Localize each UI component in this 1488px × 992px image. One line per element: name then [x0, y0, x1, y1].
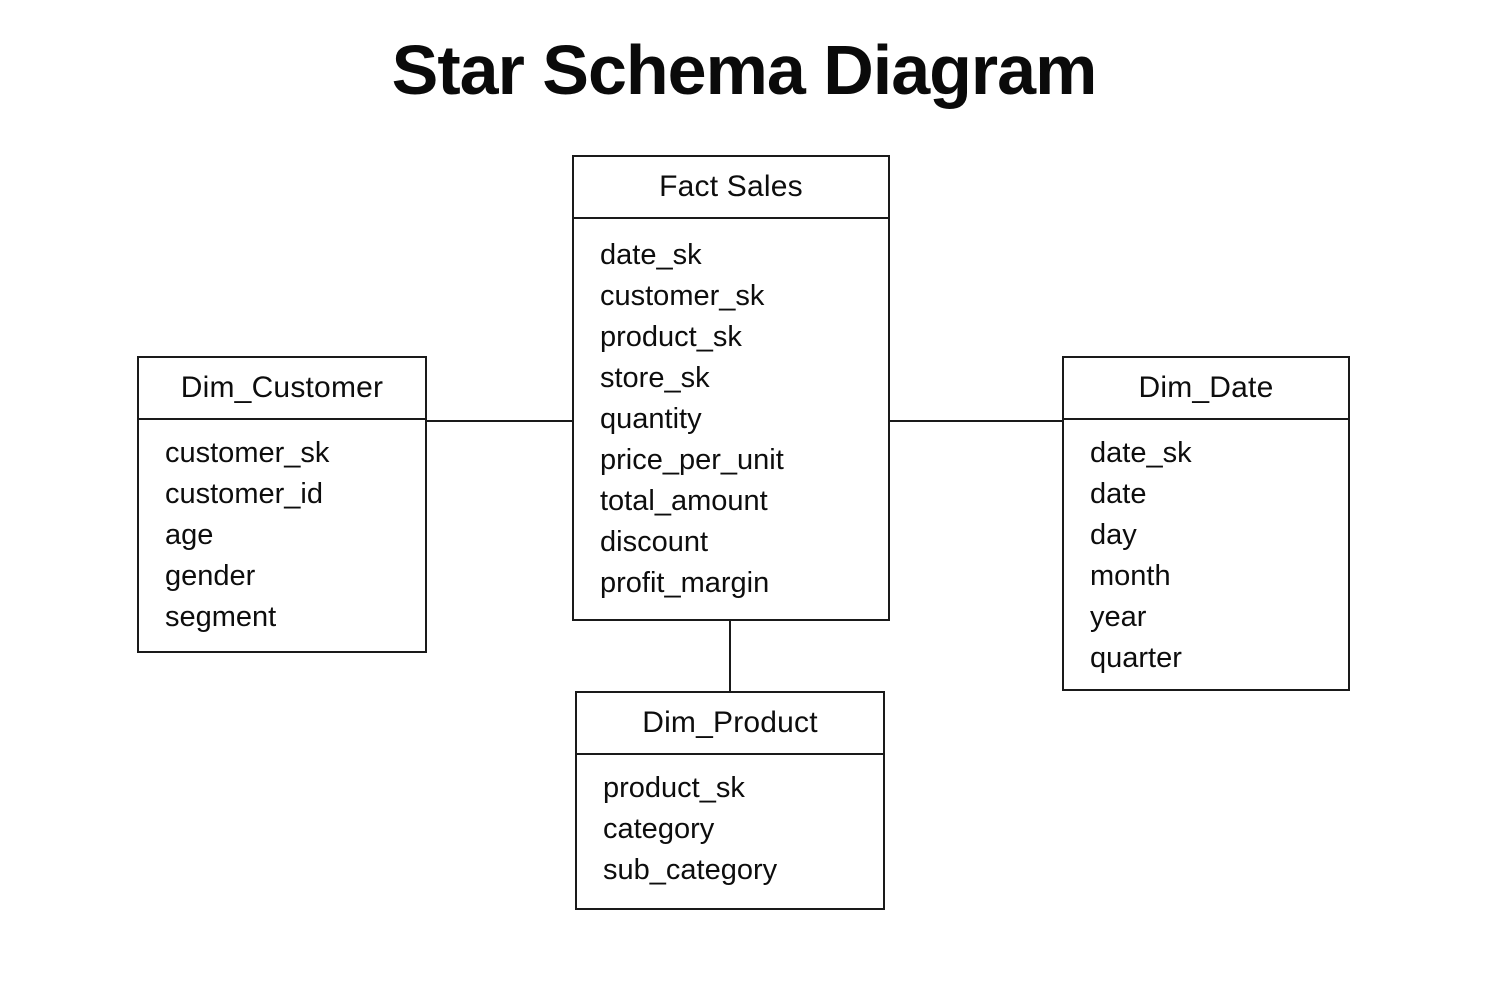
table-dim-product: Dim_Product product_sk category sub_catego… [575, 691, 885, 910]
table-field: product_sk [600, 321, 742, 353]
table-field: gender [165, 560, 256, 592]
table-field: date_sk [600, 239, 702, 271]
connector-dim-customer-to-fact-sales [427, 420, 572, 422]
table-field: quarter [1090, 642, 1182, 674]
table-title-dim-customer: Dim_Customer [139, 358, 425, 420]
table-field: quantity [600, 403, 702, 435]
table-title-fact-sales: Fact Sales [574, 157, 888, 219]
table-title-dim-date: Dim_Date [1064, 358, 1348, 420]
table-fields-dim-product: product_sk category sub_category [577, 755, 883, 891]
connector-fact-sales-to-dim-product [729, 621, 731, 691]
table-field: year [1090, 601, 1147, 633]
table-field: price_per_unit [600, 444, 784, 476]
table-field: age [165, 519, 214, 551]
table-field: date [1090, 478, 1147, 510]
table-field: discount [600, 526, 709, 558]
table-field: sub_category [603, 854, 778, 886]
diagram-title: Star Schema Diagram [391, 31, 1098, 109]
table-field: month [1090, 560, 1171, 592]
table-field: store_sk [600, 362, 710, 394]
table-field: customer_sk [600, 280, 765, 312]
connector-fact-sales-to-dim-date [890, 420, 1062, 422]
table-field: total_amount [600, 485, 768, 517]
table-field: profit_margin [600, 567, 770, 599]
table-field: product_sk [603, 772, 745, 804]
table-field: customer_id [165, 478, 323, 510]
table-field: category [603, 813, 715, 845]
table-field: day [1090, 519, 1137, 551]
table-title-dim-product: Dim_Product [577, 693, 883, 755]
table-field: segment [165, 601, 277, 633]
table-field: date_sk [1090, 437, 1192, 469]
table-field: customer_sk [165, 437, 330, 469]
